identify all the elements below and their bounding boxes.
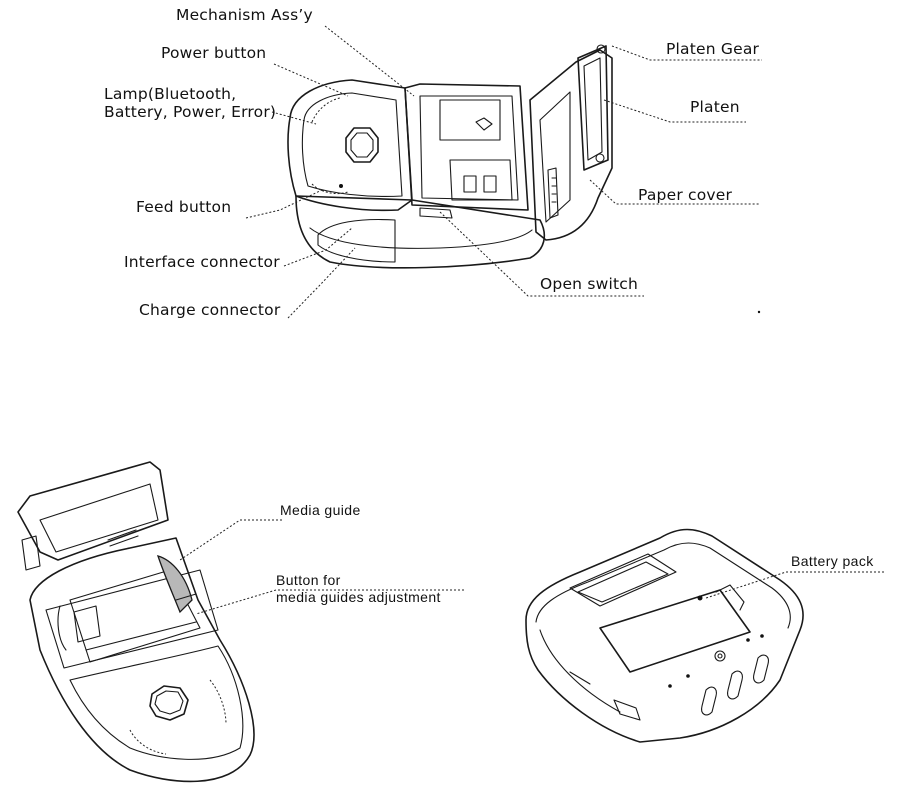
label-lamp: Lamp(Bluetooth, Battery, Power, Error) [104, 85, 277, 121]
front-power-button [149, 685, 189, 721]
printer-lid [17, 461, 169, 561]
label-interface-connector: Interface connector [124, 253, 280, 271]
printer-base-lip [309, 227, 533, 249]
media-guide [156, 555, 193, 614]
printer-open-top-view [17, 461, 255, 783]
power-button [345, 127, 379, 163]
label-battery-pack: Battery pack [791, 553, 874, 569]
label-feed-button: Feed button [136, 198, 232, 216]
battery-pack [599, 589, 751, 673]
printer-body-top [29, 537, 255, 783]
label-button-media-guides: Button for media guides adjustment [276, 572, 441, 605]
label-platen-gear: Platen Gear [666, 40, 760, 58]
label-media-guide: Media guide [280, 502, 361, 518]
printer-bottom-view [525, 528, 804, 743]
label-power-button: Power button [161, 44, 267, 62]
printer-body-outline [287, 79, 413, 212]
printer-body-inner [301, 92, 403, 197]
label-charge-connector: Charge connector [139, 301, 281, 319]
platen [577, 45, 609, 171]
base-opening [317, 218, 396, 263]
mechanism-frame [404, 83, 529, 211]
label-mechanism-assy: Mechanism Ass’y [176, 6, 313, 24]
printer-bottom-outline [525, 528, 804, 743]
label-open-switch: Open switch [540, 275, 639, 293]
lamp-indicators [311, 97, 341, 123]
label-paper-cover: Paper cover [638, 186, 733, 204]
label-platen: Platen [690, 98, 740, 116]
paper-cover [529, 49, 613, 241]
paper-compartment [69, 569, 201, 663]
printer-open-side-view [287, 44, 613, 269]
printer-base [295, 195, 546, 269]
